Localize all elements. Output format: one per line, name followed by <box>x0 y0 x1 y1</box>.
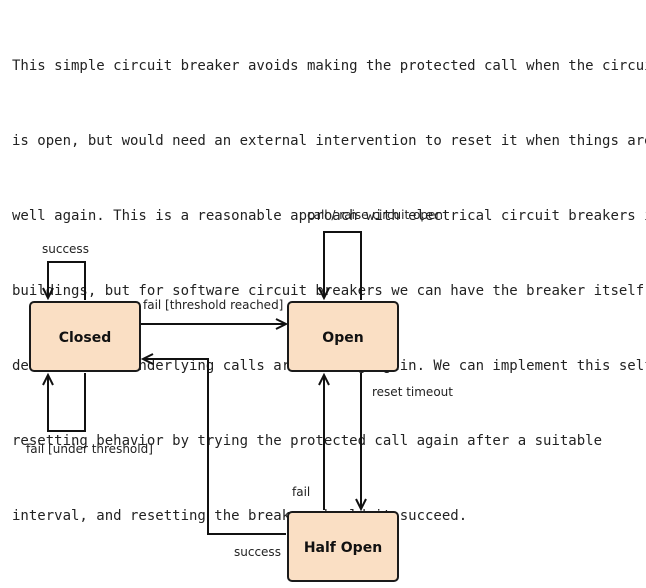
closed-to-open-label: fail [threshold reached] <box>143 298 283 312</box>
half-open-to-open-arrowhead <box>318 372 330 386</box>
closed-success-loop-arrowhead <box>42 287 54 301</box>
open-self-loop <box>323 231 362 300</box>
intro-line: well again. This is a reasonable approac… <box>12 208 646 224</box>
closed-state-label: Closed <box>59 330 112 346</box>
reset-timeout-label: reset timeout <box>372 385 453 399</box>
half-open-success-label: success <box>234 545 281 559</box>
closed-success-label: success <box>42 242 89 256</box>
open-self-loop-arrowhead <box>318 287 330 301</box>
intro-line: resetting behavior by trying the protect… <box>12 433 603 449</box>
intro-line: buildings, but for software circuit brea… <box>12 283 645 299</box>
half-open-fail-label: fail <box>292 485 310 499</box>
closed-fail-under-label: fail [under threshold] <box>26 442 153 456</box>
closed-fail-under-loop <box>47 373 86 432</box>
open-self-loop-label: call / raise circuit open <box>307 208 443 222</box>
half-open-state-box <box>287 511 399 582</box>
intro-line: This simple circuit breaker avoids makin… <box>12 58 646 74</box>
half-open-state-label: Half Open <box>304 540 382 556</box>
open-state-label: Open <box>322 330 363 346</box>
open-to-half-open-arrowhead <box>355 498 367 512</box>
open-state-box <box>287 301 399 372</box>
intro-line: is open, but would need an external inte… <box>12 133 646 149</box>
half-open-to-closed-arrow <box>143 358 286 535</box>
half-open-to-closed-arrowhead <box>140 353 154 365</box>
closed-fail-under-loop-arrowhead <box>42 372 54 386</box>
closed-to-open-arrowhead <box>275 318 289 330</box>
closed-success-loop <box>47 261 86 300</box>
closed-state-box <box>29 301 141 372</box>
intro-paragraph: This simple circuit breaker avoids makin… <box>12 4 646 554</box>
